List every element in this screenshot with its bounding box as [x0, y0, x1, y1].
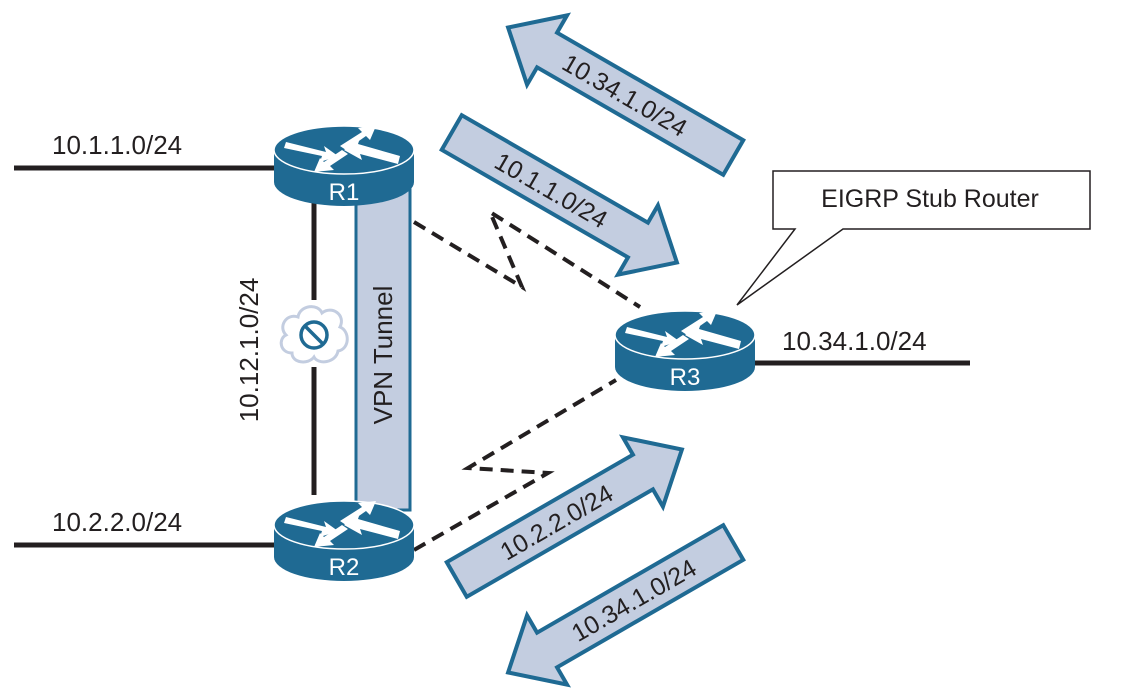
wan-link-r1-r3 [412, 206, 642, 309]
callout-text: EIGRP Stub Router [821, 185, 1039, 213]
callout-stub-router: EIGRP Stub Router [736, 170, 1091, 306]
blocked-cloud-icon [279, 305, 349, 364]
router-label: R2 [329, 554, 360, 581]
lan-label-r2: 10.2.2.0/24 [52, 507, 182, 537]
router-label: R3 [670, 364, 701, 391]
lan-label-r3: 10.34.1.0/24 [782, 326, 927, 356]
link-r1-r2-label: 10.12.1.0/24 [234, 278, 264, 423]
router-r3[interactable]: R3 [614, 310, 756, 391]
vpn-tunnel-label: VPN Tunnel [368, 286, 398, 425]
lan-label-r1: 10.1.1.0/24 [52, 130, 182, 160]
router-r1[interactable]: R1 [273, 125, 415, 206]
route-arrow-label: 10.34.1.0/24 [567, 554, 701, 648]
route-arrow-label: 10.34.1.0/24 [557, 49, 691, 143]
router-r2[interactable]: R2 [273, 500, 415, 581]
wan-link-r2-r3 [413, 378, 618, 552]
router-label: R1 [329, 179, 360, 206]
